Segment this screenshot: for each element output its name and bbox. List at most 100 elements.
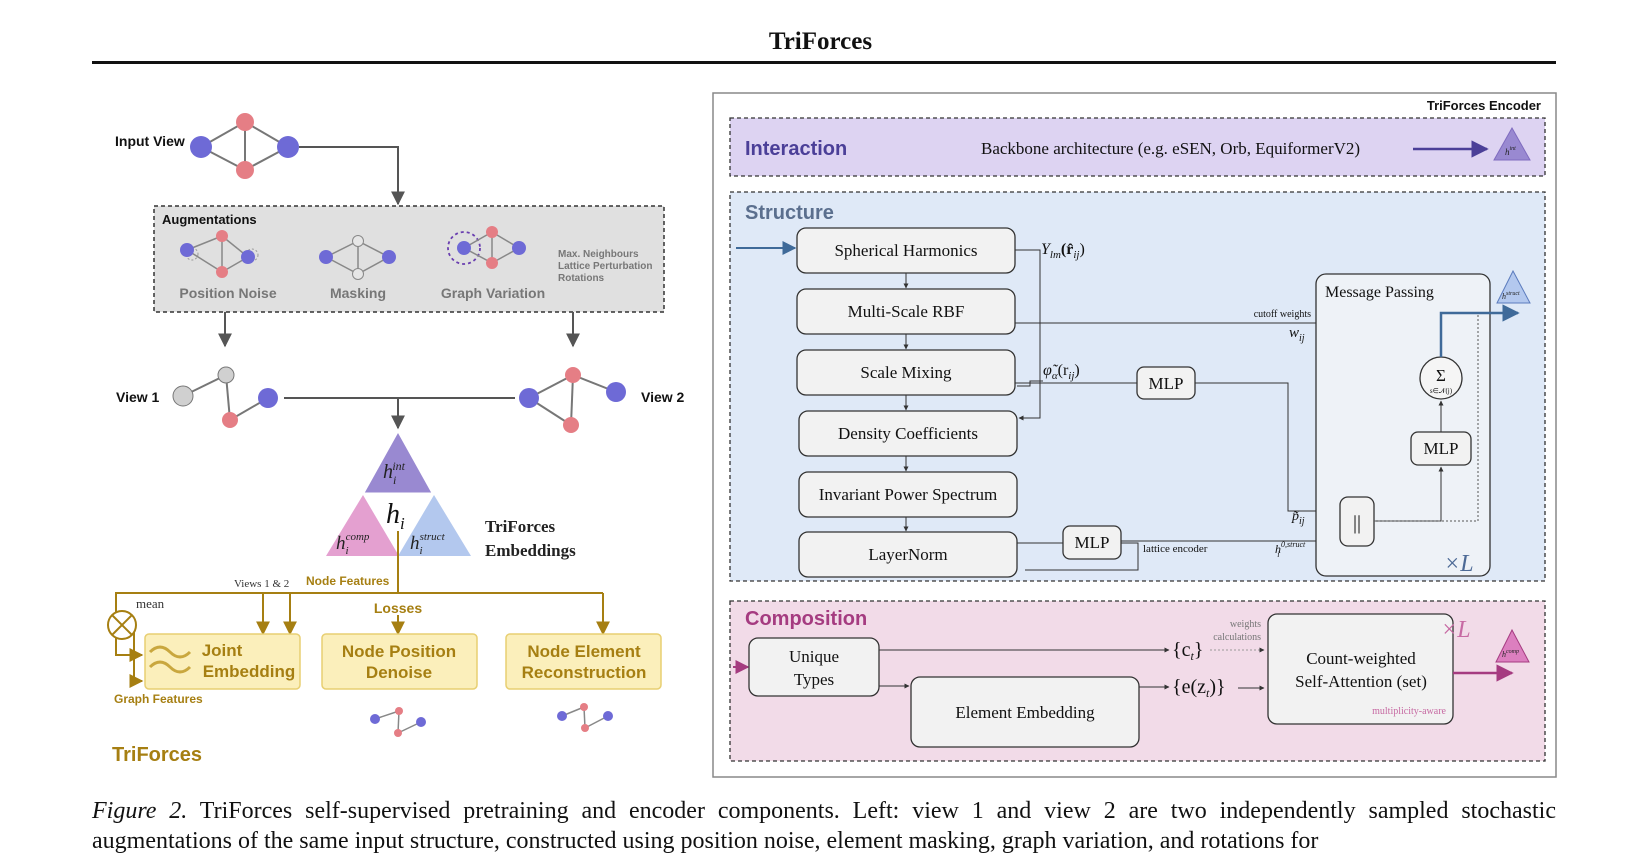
concat-label: || (1353, 512, 1361, 534)
structure-label: Structure (745, 202, 834, 224)
sum-aggregation-node: Σ s∈𝒩(j) (1419, 356, 1463, 400)
input-view-graph-icon (190, 113, 299, 179)
interaction-label: Interaction (745, 138, 847, 160)
node-element-reconstruction-box (505, 633, 662, 690)
unique-types-line2: Types (794, 670, 834, 689)
h-struct-symbol: histruct (410, 531, 446, 557)
self-attention-line2: Self-Attention (set) (1295, 672, 1427, 691)
svg-text:Σ: Σ (1436, 366, 1446, 385)
position-noise-label: Position Noise (179, 285, 276, 301)
h-i-symbol: hi (386, 499, 405, 533)
graph-variation-graph-icon (447, 226, 526, 269)
density-coefficients-label: Density Coefficients (838, 424, 978, 443)
weights-calc-line1: weights (1230, 619, 1261, 630)
mlp-label-1: MLP (1149, 374, 1184, 393)
structure-times-l: ×L (1444, 551, 1474, 577)
caption-label: Figure 2. (92, 798, 188, 824)
element-embedding-label: Element Embedding (955, 703, 1095, 722)
invariant-power-spectrum-block (798, 471, 1018, 518)
message-passing-label: Message Passing (1325, 284, 1434, 301)
invariant-power-spectrum-label: Invariant Power Spectrum (819, 485, 997, 504)
cutoff-weights-label: cutoff weights (1254, 309, 1311, 320)
node-position-denoise-line2: Denoise (366, 663, 432, 682)
svg-text:hcomp: hcomp (1502, 649, 1519, 659)
spherical-harmonics-label: Spherical Harmonics (834, 241, 977, 260)
composition-times-l: ×L (1441, 617, 1471, 643)
self-attention-line1: Count-weighted (1306, 649, 1416, 668)
losses-label: Losses (374, 600, 422, 616)
mlp-label-2: MLP (1075, 533, 1110, 552)
joint-embedding-line1: Joint (202, 641, 243, 660)
layernorm-block (798, 531, 1018, 578)
svg-text:hint: hint (1505, 146, 1516, 157)
aug-extra-1: Max. Neighbours (558, 249, 639, 260)
interaction-section (729, 117, 1546, 177)
ez-set-label: {e(zt)} (1172, 676, 1226, 700)
node-element-reconstruction-line1: Node Element (527, 642, 641, 661)
graph-variation-label: Graph Variation (441, 285, 545, 301)
embeddings-label-line1: TriForces (485, 517, 556, 536)
mean-pool-icon (107, 610, 137, 640)
aug-extra-3: Rotations (558, 273, 605, 284)
augmentations-title: Augmentations (162, 212, 257, 227)
page-title: TriForces (768, 28, 873, 55)
joint-embedding-box (144, 633, 301, 690)
mlp-label-3: MLP (1424, 439, 1459, 458)
svg-text:s∈𝒩(j): s∈𝒩(j) (1430, 387, 1453, 395)
encoder-title: TriForces Encoder (1427, 98, 1541, 113)
graph-features-label: Graph Features (114, 692, 203, 706)
p-ij-label: p̃ij (1291, 509, 1305, 527)
weights-calc-line2: calculations (1213, 632, 1261, 643)
position-noise-graph-icon (180, 230, 259, 278)
title-rule (92, 61, 1556, 64)
ylm-label: Ylm(r̂ij) (1041, 241, 1085, 261)
wave-icon (148, 645, 192, 674)
interaction-text: Backbone architecture (e.g. eSEN, Orb, E… (981, 139, 1360, 158)
composition-label: Composition (745, 608, 867, 630)
density-coefficients-block (798, 410, 1018, 457)
node-element-reconstruction-line2: Reconstruction (522, 663, 647, 682)
masking-graph-icon (319, 235, 396, 280)
reconstruction-graph-icon (557, 703, 613, 732)
view2-label: View 2 (641, 389, 685, 405)
node-position-denoise-box (321, 633, 478, 690)
h-int-symbol: hiint (383, 459, 406, 487)
triforces-embeddings-triangle (326, 430, 471, 556)
embeddings-label-line2: Embeddings (485, 541, 576, 560)
caption-text: TriForces self-supervised pretraining an… (92, 798, 1556, 854)
left-panel: Input View Augmentations (107, 113, 685, 766)
svg-text:hstruct: hstruct (1502, 291, 1520, 301)
multiplicity-aware-label: multiplicity-aware (1372, 706, 1446, 717)
node-features-label: Node Features (306, 574, 390, 588)
lattice-encoder-label: lattice encoder (1143, 543, 1208, 555)
masking-label: Masking (330, 285, 386, 301)
h-struct-triangle-icon: hstruct (1496, 269, 1531, 304)
figure-caption: Figure 2. TriForces self-supervised pret… (92, 796, 1556, 856)
ct-set-label: {ct} (1172, 639, 1203, 663)
multi-scale-rbf-label: Multi-Scale RBF (848, 302, 965, 321)
joint-embedding-line2: Embedding (203, 662, 296, 681)
h-comp-symbol: hicomp (336, 531, 370, 557)
input-view-label: Input View (115, 133, 185, 149)
unique-types-line1: Unique (789, 647, 839, 666)
mean-label: mean (136, 596, 165, 611)
views-1-2-label: Views 1 & 2 (234, 578, 289, 590)
layernorm-label: LayerNorm (868, 545, 947, 564)
view2-graph-icon (519, 367, 626, 433)
node-position-denoise-line1: Node Position (342, 642, 456, 661)
h-int-triangle-icon: hint (1493, 126, 1531, 161)
augmentations-box (153, 205, 665, 313)
element-embedding-block (910, 676, 1140, 748)
figure-diagram: Input View Augmentations (107, 92, 1557, 778)
aug-extra-2: Lattice Perturbation (558, 261, 652, 272)
w-ij-label: wij (1289, 325, 1305, 344)
encoder-panel: TriForces Encoder Interaction Backbone a… (712, 92, 1557, 778)
denoise-graph-icon (370, 707, 426, 737)
scale-mixing-label: Scale Mixing (860, 363, 952, 382)
triforces-brand: TriForces (112, 744, 202, 766)
self-attention-block (1267, 613, 1454, 725)
view1-label: View 1 (116, 389, 160, 405)
unique-types-block (748, 637, 880, 697)
view1-graph-icon (172, 366, 278, 428)
